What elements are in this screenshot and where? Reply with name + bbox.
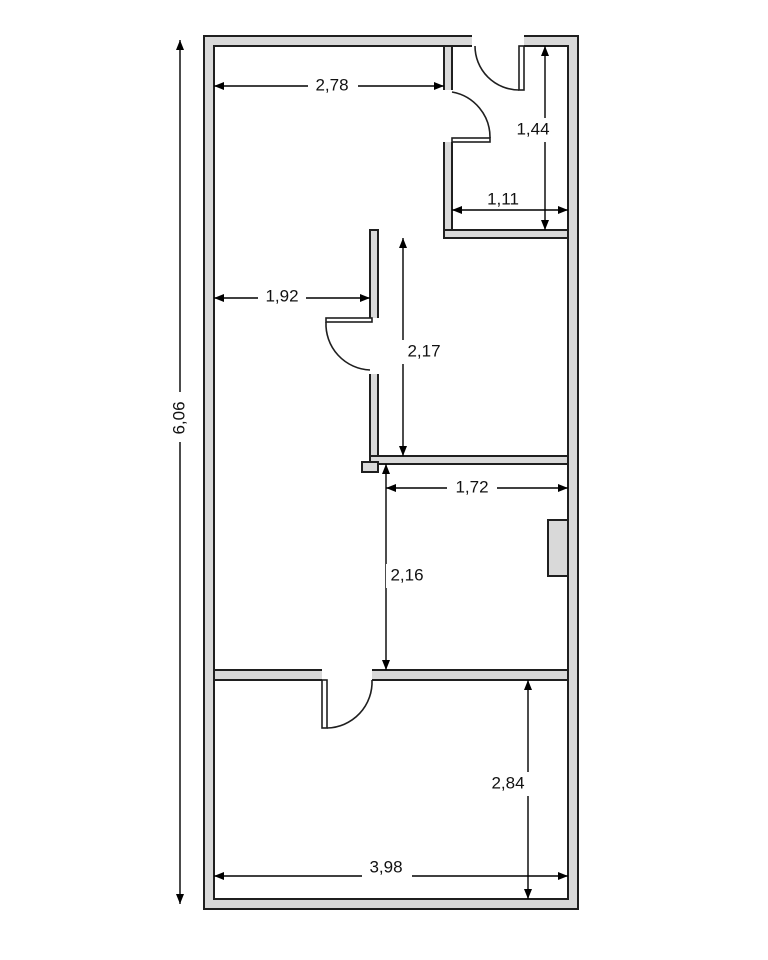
wc-bottom-wall bbox=[443, 229, 569, 239]
door-wc-side bbox=[442, 90, 491, 143]
door-middle-room bbox=[325, 317, 380, 374]
door-bottom-room bbox=[321, 668, 373, 729]
dim-bottom-room-height: 2,84 bbox=[491, 773, 524, 792]
dim-kitchen-width: 1,72 bbox=[455, 477, 488, 496]
dim-upper-room-width: 2,78 bbox=[315, 75, 348, 94]
dim-kitchen-height: 2,16 bbox=[390, 565, 423, 584]
dim-wc-width: 1,11 bbox=[487, 189, 519, 208]
dimension-labels: 6,06 2,78 1,44 1,11 1,92 2,17 1,72 2,16 … bbox=[165, 74, 562, 880]
wall-niche bbox=[547, 519, 569, 577]
dim-bottom-room-width: 3,98 bbox=[369, 857, 402, 876]
middle-room-bottom-wall bbox=[369, 455, 569, 465]
dim-total-height: 6,06 bbox=[169, 401, 188, 434]
door-wc-top bbox=[472, 34, 525, 91]
dim-middle-room-height: 2,17 bbox=[407, 341, 440, 360]
dim-corridor-width: 1,92 bbox=[265, 286, 298, 305]
dim-wc-height: 1,44 bbox=[516, 119, 549, 138]
bottom-room-top-wall bbox=[213, 669, 569, 681]
middle-room-wall-stub bbox=[361, 461, 379, 473]
